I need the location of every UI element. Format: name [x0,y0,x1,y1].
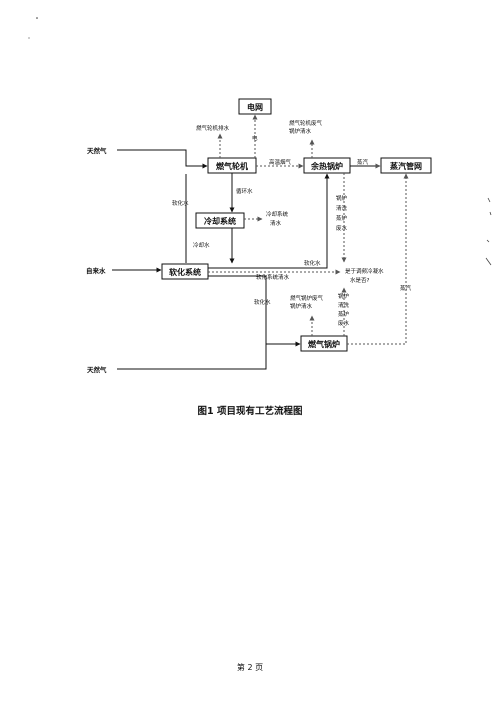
label-soft-water-2: 软化水 [304,259,321,267]
box-grid-label: 电网 [247,102,263,112]
label-cooling-water: 冷却水 [193,241,210,249]
box-steam-net: 蒸汽管网 [380,157,432,174]
label-blowdown-v4: 废水 [336,224,348,232]
box-cooling: 冷却系统 [195,212,245,229]
flow-softening-to-hrsg [208,173,330,269]
label-blowdown-v1: 锅炉 [336,194,348,202]
label-blowdown2-v4: 废水 [338,319,350,327]
label-blowdown2-v1: 锅炉 [338,292,350,300]
box-steam-net-label: 蒸汽管网 [390,161,422,171]
label-electricity: 电 [252,134,258,142]
label-circulating-water: 循环水 [236,187,253,195]
flow-gas-bottom [117,344,267,370]
label-reuse-q2: 水是否? [350,276,370,284]
figure-caption: 图1 项目现有工艺流程图 [198,405,303,417]
label-cooling-drain-1: 冷却系统 [266,210,289,218]
label-reuse-q1: 是于调频冷凝水 [345,267,384,275]
flow-softening-to-gasboiler [208,275,301,347]
label-gas-boiler-waste-gas: 燃气锅炉废气 [290,294,324,302]
label-steam-1: 蒸汽 [357,158,369,166]
label-turbine-drain: 燃气轮机排水 [196,124,230,132]
box-gas-turbine: 燃气轮机 [207,157,257,174]
box-gas-boiler-label: 燃气锅炉 [308,339,340,349]
box-hrsg-label: 余热锅炉 [310,161,343,171]
box-gas-turbine-label: 燃气轮机 [216,161,248,171]
scan-marks [28,17,492,266]
flow-gas-to-turbine [117,149,208,169]
box-hrsg: 余热锅炉 [303,157,351,174]
label-cooling-drain-2: 清水 [270,219,282,227]
input-tap-water: 自来水 [86,266,106,275]
label-softening-drain: 软化系统清水 [256,273,290,281]
label-blowdown2-v3: 蒸炉 [338,310,350,318]
box-softening: 软化系统 [161,263,209,280]
label-soft-water-3: 软化水 [254,298,271,306]
flow-gasboiler-steam [347,173,409,345]
box-gas-boiler: 燃气锅炉 [300,335,348,352]
label-boiler-blowdown: 锅炉清水 [289,127,312,135]
label-blowdown-v2: 清洗 [336,204,348,212]
label-steam-2: 蒸汽 [400,284,412,292]
label-gas-boiler-blowdown: 锅炉清水 [290,302,313,310]
input-gas-bottom: 天然气 [87,365,107,374]
label-blowdown2-v2: 清洗 [338,301,350,309]
box-grid: 电网 [238,98,272,115]
label-soft-water-1: 软化水 [172,199,189,207]
label-high-temp-flue: 高温烟气 [269,158,292,166]
label-blowdown-v3: 蒸炉 [336,214,348,222]
box-cooling-label: 冷却系统 [204,216,236,226]
label-turbine-waste-gas: 燃气轮机废气 [289,119,323,127]
box-softening-label: 软化系统 [169,267,201,277]
input-gas-top: 天然气 [87,146,107,155]
page-number: 第 2 页 [237,662,263,672]
